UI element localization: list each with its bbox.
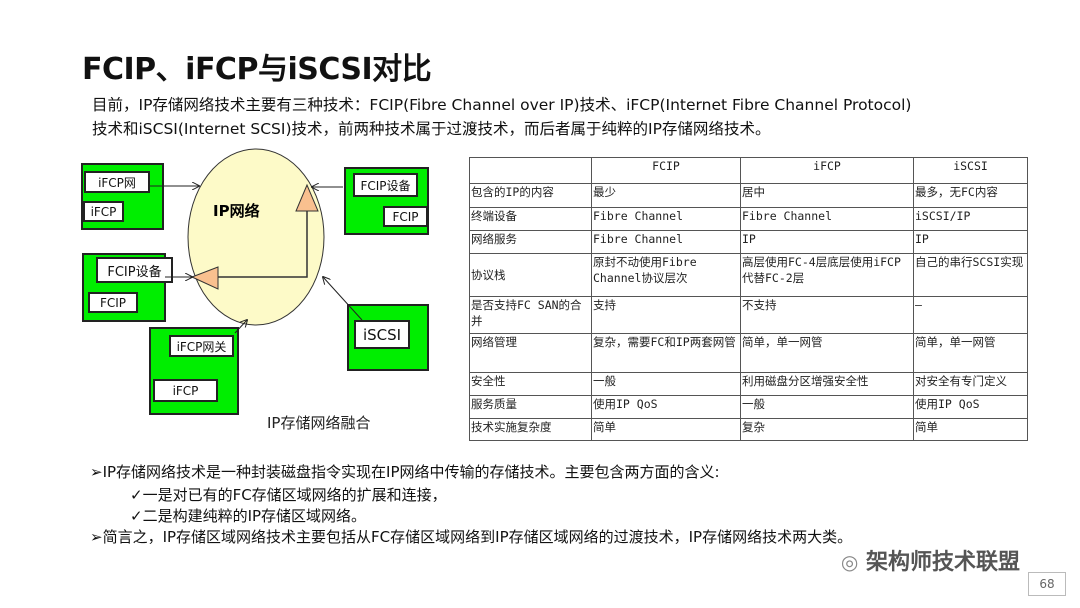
cell: 最多，无FC内容 (913, 183, 1028, 208)
wechat-icon: ◎ (840, 550, 859, 574)
bullet-2: ➢简言之，IP存储区域网络技术主要包括从FC存储区域网络到IP存储区域网络的过渡… (90, 528, 853, 546)
slide-title: FCIP、iFCP与iSCSI对比 (82, 52, 432, 87)
table-row: 安全性一般利用磁盘分区增强安全性对安全有专门定义 (469, 372, 1028, 396)
cell: 协议栈 (469, 253, 592, 297)
cell: 居中 (740, 183, 914, 208)
cell: — (913, 296, 1028, 334)
cell: 包含的IP的内容 (469, 183, 592, 208)
label: iFCP网 (84, 171, 150, 193)
cell: 终端设备 (469, 207, 592, 231)
ifcp-gateway-node-1: iFCP网 iFCP (81, 163, 164, 230)
ifcp-gateway-node-2: iFCP网关 iFCP (149, 327, 239, 415)
label: iFCP网关 (169, 335, 234, 357)
label: iFCP (83, 201, 124, 222)
cell: 不支持 (740, 296, 914, 334)
cell: 原封不动使用Fibre Channel协议层次 (591, 253, 741, 297)
fcip-device-node-2: FCIP设备 FCIP (82, 253, 173, 322)
page-number: 68 (1028, 572, 1066, 596)
table-header-row: FCIP iFCP iSCSI (469, 157, 1028, 184)
ip-network-ellipse (187, 148, 325, 326)
header-cell: FCIP (591, 157, 741, 184)
iscsi-node: iSCSI (347, 304, 429, 371)
cell: 使用IP QoS (591, 395, 741, 419)
cell: Fibre Channel (740, 207, 914, 231)
cell: 一般 (591, 372, 741, 396)
cell: 复杂 (740, 418, 914, 441)
fcip-device-node-1: FCIP设备 FCIP (344, 167, 429, 235)
watermark-text: 架构师技术联盟 (865, 550, 1020, 575)
cell: 复杂，需要FC和IP两套网管 (591, 333, 741, 373)
cell: 网络管理 (469, 333, 592, 373)
watermark-logo: ◎ 架构师技术联盟 (841, 544, 1020, 576)
cell: 最少 (591, 183, 741, 208)
diagram-caption: IP存储网络融合 (267, 414, 371, 432)
ip-storage-diagram: iFCP网 iFCP FCIP设备 FCIP FCIP设备 FCIP iFCP网… (0, 0, 460, 440)
label: FCIP (383, 206, 428, 227)
check-item-1: ✓一是对已有的FC存储区域网络的扩展和连接， (130, 486, 447, 504)
cell: 服务质量 (469, 395, 592, 419)
label: FCIP设备 (96, 257, 173, 283)
cell: 利用磁盘分区增强安全性 (740, 372, 914, 396)
arrow (323, 277, 363, 321)
diagram-shapes (187, 148, 325, 326)
header-cell: iFCP (740, 157, 914, 184)
cell: 一般 (740, 395, 914, 419)
cell: 自己的串行SCSI实现 (913, 253, 1028, 297)
header-cell: iSCSI (913, 157, 1028, 184)
table-row: 包含的IP的内容最少居中最多，无FC内容 (469, 183, 1028, 208)
cell: 使用IP QoS (913, 395, 1028, 419)
table-row: 网络管理复杂，需要FC和IP两套网管简单，单一网管简单，单一网管 (469, 333, 1028, 373)
label: iFCP (153, 379, 218, 402)
check-item-2: ✓二是构建纯粹的IP存储区域网络。 (130, 507, 367, 525)
intro-line-2: 技术和iSCSI(Internet SCSI)技术，前两种技术属于过渡技术，而后… (92, 120, 771, 138)
cell: IP (913, 230, 1028, 254)
header-cell (469, 157, 592, 184)
bullet-1: ➢IP存储网络技术是一种封装磁盘指令实现在IP网络中传输的存储技术。主要包含两方… (90, 463, 720, 481)
label: FCIP (88, 292, 138, 313)
comparison-table: FCIP iFCP iSCSI 包含的IP的内容最少居中最多，无FC内容 终端设… (469, 157, 1028, 441)
label: FCIP设备 (353, 173, 418, 197)
triangle-icon (295, 183, 319, 212)
triangle-icon (190, 266, 219, 290)
cell: 支持 (591, 296, 741, 334)
cell: Fibre Channel (591, 230, 741, 254)
intro-line-1: 目前，IP存储网络技术主要有三种技术：FCIP(Fibre Channel ov… (92, 96, 912, 114)
arrow (234, 320, 247, 334)
cell: 简单，单一网管 (740, 333, 914, 373)
cell: 简单 (591, 418, 741, 441)
cell: 简单，单一网管 (913, 333, 1028, 373)
tunnel-line (218, 211, 308, 278)
table-row: 技术实施复杂度简单复杂简单 (469, 418, 1028, 441)
cell: iSCSI/IP (913, 207, 1028, 231)
cell: IP (740, 230, 914, 254)
ip-network-label: IP网络 (213, 202, 260, 220)
cell: 对安全有专门定义 (913, 372, 1028, 396)
cell: Fibre Channel (591, 207, 741, 231)
diagram-connectors (150, 0, 363, 334)
table-row: 协议栈原封不动使用Fibre Channel协议层次高层使用FC-4层底层使用i… (469, 253, 1028, 297)
cell: 是否支持FC SAN的合并 (469, 296, 592, 334)
cell: 安全性 (469, 372, 592, 396)
cell: 技术实施复杂度 (469, 418, 592, 441)
table-row: 是否支持FC SAN的合并支持不支持— (469, 296, 1028, 334)
cell: 高层使用FC-4层底层使用iFCP代替FC-2层 (740, 253, 914, 297)
label: iSCSI (354, 320, 410, 349)
cell: 简单 (913, 418, 1028, 441)
cell: 网络服务 (469, 230, 592, 254)
